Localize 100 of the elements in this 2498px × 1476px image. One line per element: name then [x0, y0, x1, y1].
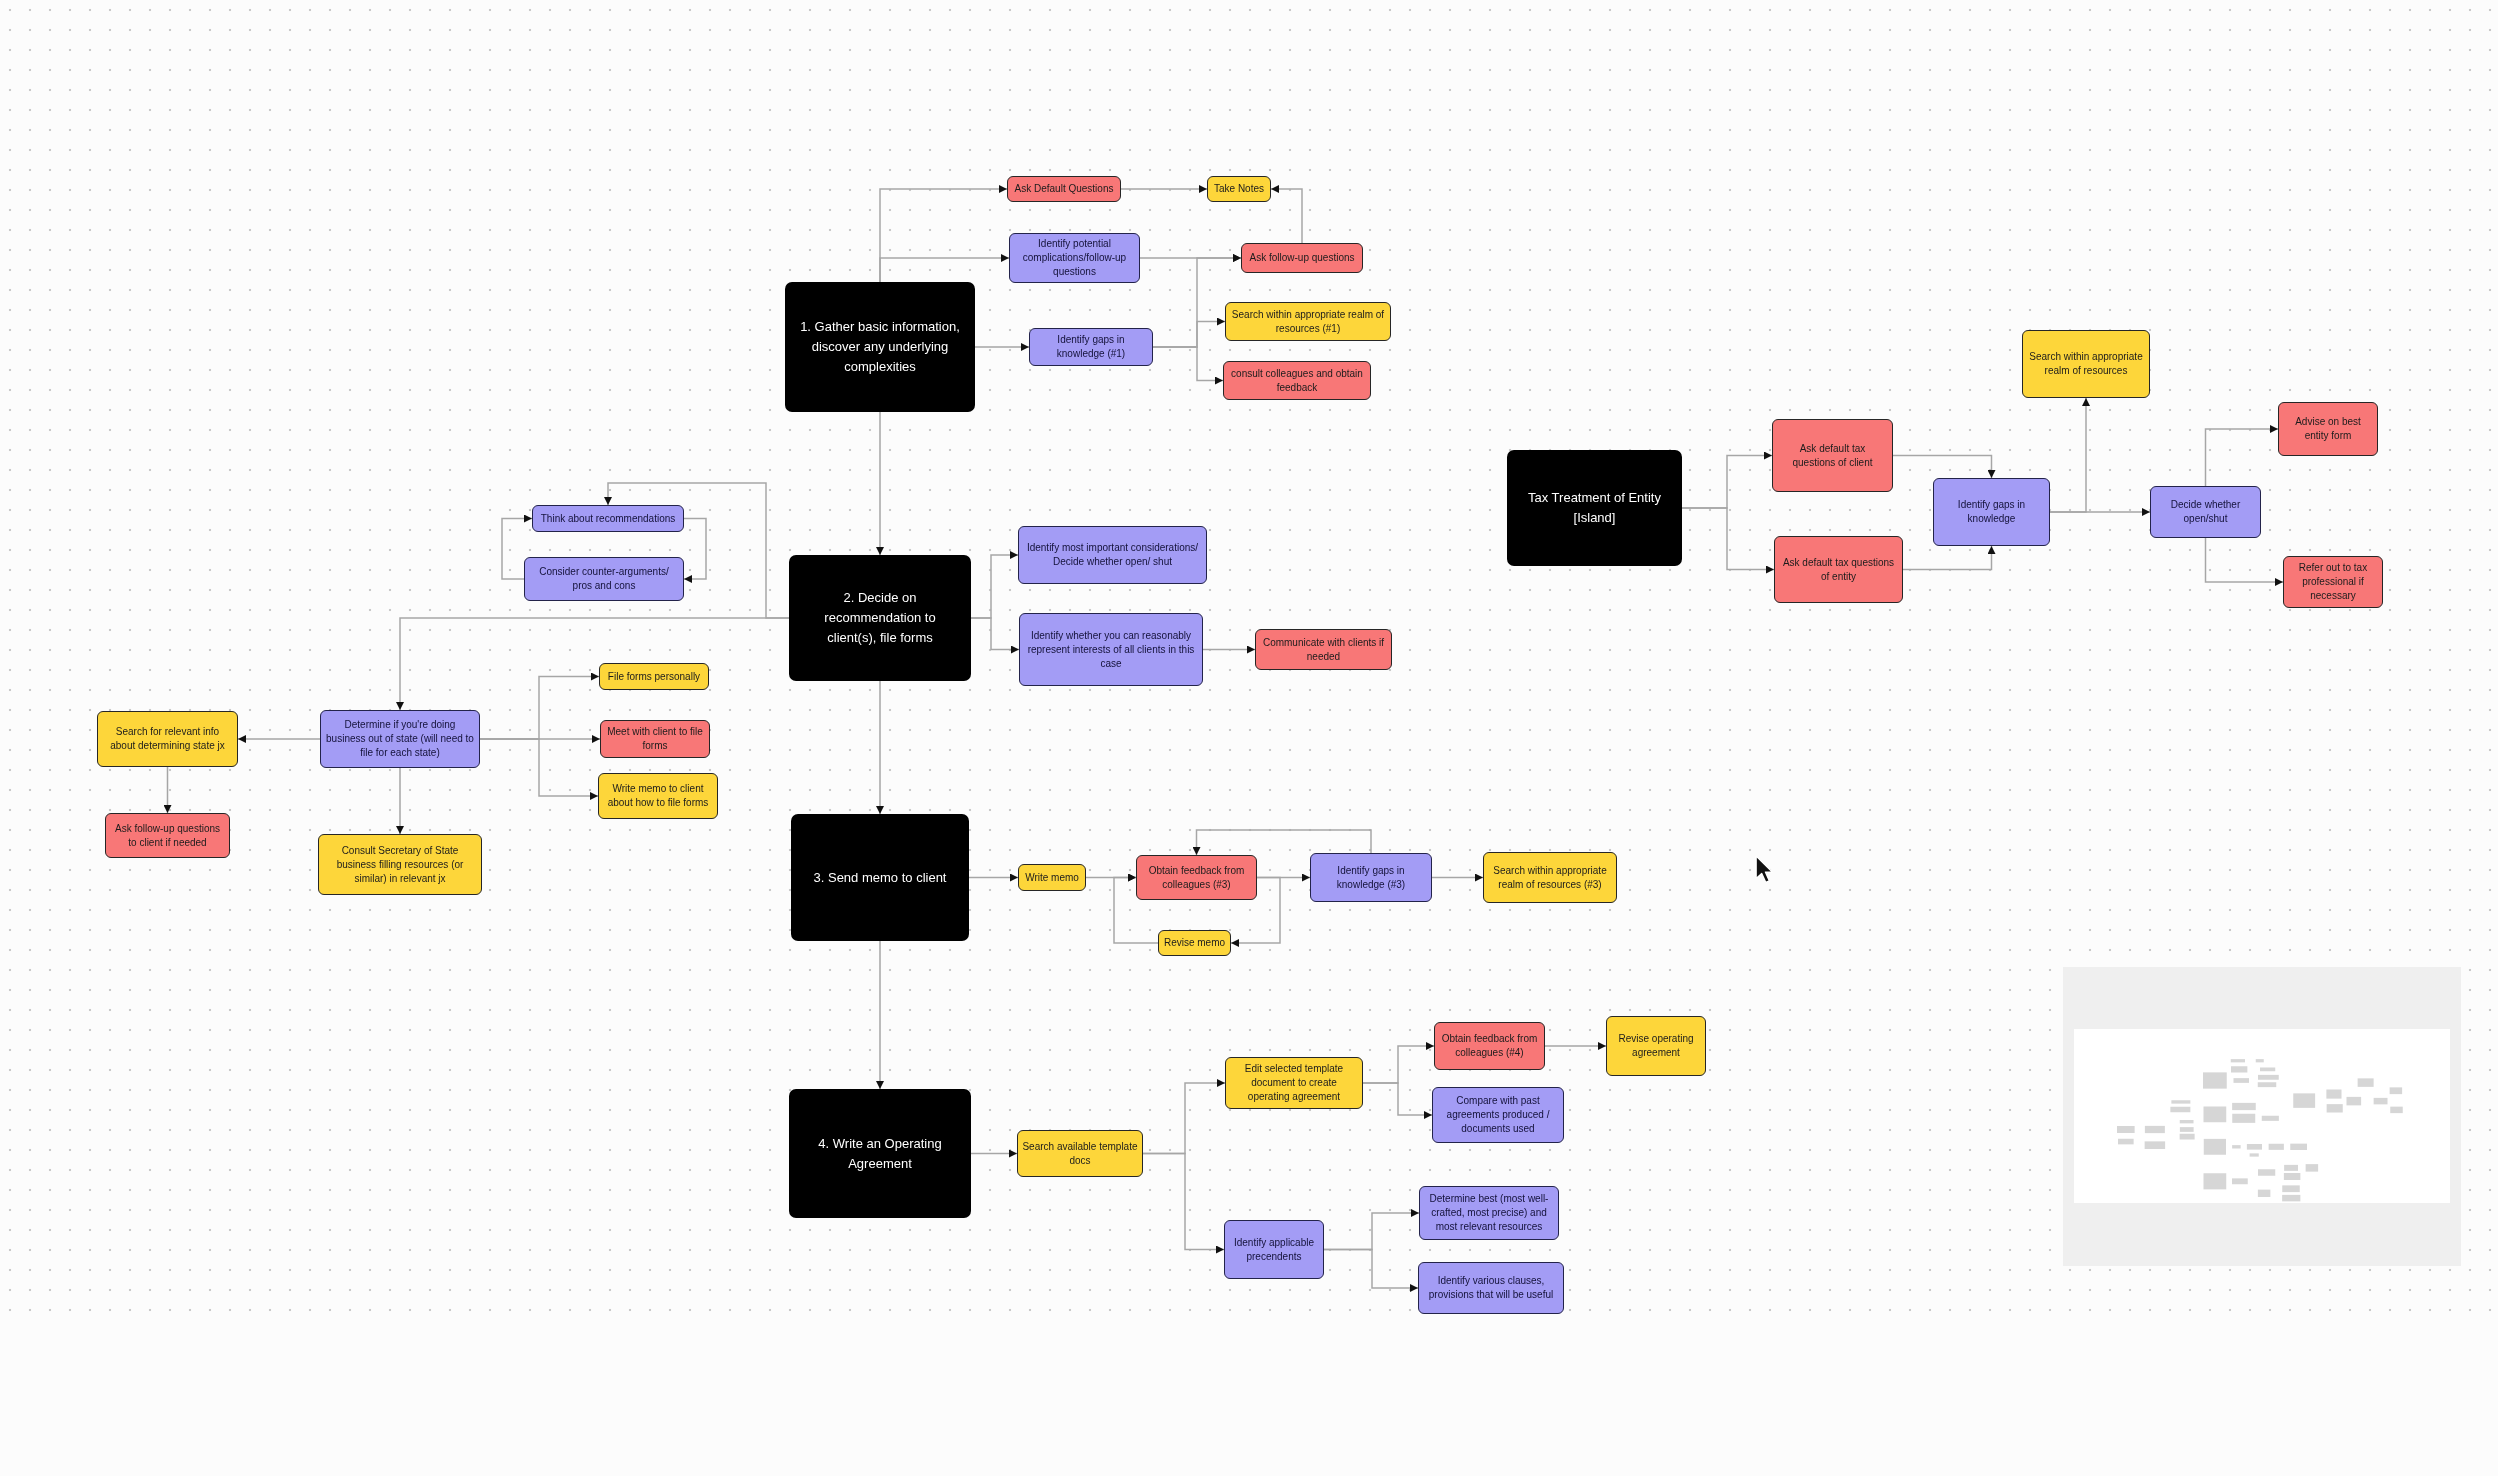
arrow — [396, 617, 790, 711]
task-box — [524, 557, 684, 601]
task-box — [1223, 361, 1371, 400]
arrow — [2049, 508, 2151, 516]
task-box — [1225, 1057, 1363, 1109]
arrow — [1192, 829, 1372, 856]
task-label: Identify most important considerations/ Decide whether open/ shut — [1025, 541, 1200, 569]
arrow — [163, 766, 172, 814]
task-label: Decide whether open/shut — [2169, 498, 2242, 526]
task-box — [1933, 478, 2050, 546]
task-box — [2278, 402, 2378, 456]
task-box — [2283, 556, 2383, 608]
arrow — [1902, 545, 1996, 571]
task-box — [320, 710, 480, 768]
task-box — [600, 720, 710, 758]
task-label: Communicate with clients if needed — [1261, 635, 1386, 664]
arrow — [1323, 1248, 1419, 1292]
task-box — [599, 663, 709, 690]
arrow — [1892, 454, 1996, 479]
arrow — [2204, 537, 2284, 586]
task-label: Consult Secretary of State business filling resources (or similar) in relevant jx — [335, 843, 465, 886]
task-box — [1007, 176, 1121, 202]
step-label: Tax Treatment of Entity [Island] — [1527, 489, 1662, 527]
arrow — [1202, 645, 1256, 654]
step-box — [789, 1089, 971, 1218]
task-label: Search within appropriate realm of resources (#1) — [1230, 307, 1386, 336]
arrow — [974, 343, 1030, 351]
arrow — [479, 738, 599, 800]
arrow — [970, 1149, 1018, 1158]
task-box — [1224, 1220, 1324, 1279]
step-label: 4. Write an Operating Agreement — [817, 1134, 943, 1173]
task-label: Refer out to tax professional if necessary — [2297, 561, 2369, 603]
task-label: Search available template docs — [1022, 1139, 1138, 1168]
arrow — [1362, 1082, 1433, 1119]
task-box — [1136, 855, 1257, 900]
task-label: Ask follow-up questions to client if needed — [113, 821, 222, 850]
task-box — [2022, 330, 2150, 398]
task-box — [1241, 243, 1363, 273]
task-label: Identify applicable precendents — [1232, 1235, 1316, 1264]
step-box — [785, 282, 975, 412]
task-label: Think about recommendations — [540, 511, 676, 526]
task-label: Revise operating agreement — [1617, 1032, 1695, 1060]
task-box — [1310, 853, 1432, 902]
arrow — [2204, 425, 2279, 487]
task-box — [1019, 613, 1203, 686]
task-label: Search within appropriate realm of resources (#3) — [1492, 863, 1608, 892]
arrow — [683, 517, 707, 583]
task-box — [1207, 176, 1271, 202]
task-box — [1018, 864, 1086, 891]
task-label: Identify gaps in knowledge — [1956, 498, 2027, 526]
task-label: Write memo — [1025, 870, 1079, 885]
task-box — [1432, 1087, 1564, 1143]
task-box — [1774, 536, 1903, 603]
arrow — [876, 940, 884, 1090]
task-label: Revise memo — [1163, 936, 1226, 950]
task-label: Identify gaps in knowledge (#1) — [1055, 333, 1127, 361]
task-label: Determine if you're doing business out of state (will need to file for each state) — [325, 718, 475, 760]
arrow — [1230, 876, 1281, 947]
task-label: Compare with past agreements produced / documents used — [1445, 1094, 1551, 1136]
arrow — [968, 873, 1019, 882]
task-label: Advise on best entity form — [2294, 415, 2362, 443]
arrow — [876, 411, 884, 556]
task-label: Ask Default Questions — [1014, 182, 1114, 196]
task-label: Identify potential complications/follow-up questions — [1021, 237, 1128, 279]
task-label: Meet with client to file forms — [606, 725, 704, 753]
arrow — [1152, 346, 1224, 385]
arrow — [1142, 1152, 1225, 1254]
task-box — [1017, 1130, 1143, 1177]
task-box — [1772, 419, 1893, 492]
task-label: Edit selected template document to create operating agreement — [1243, 1062, 1345, 1104]
arrow — [876, 680, 884, 815]
task-box — [97, 711, 238, 767]
task-box — [318, 834, 482, 895]
task-label: Obtain feedback from colleagues (#3) — [1147, 863, 1246, 892]
task-label: Ask default tax questions of entity — [1781, 555, 1896, 584]
task-label: Search for relevant info about determining state jx — [109, 725, 226, 753]
arrow — [1431, 873, 1484, 882]
step-box — [1507, 450, 1682, 566]
step-label: 3. Send memo to client — [813, 868, 947, 887]
task-label: Write memo to client about how to file forms — [606, 782, 710, 810]
task-box — [1434, 1022, 1545, 1070]
task-label: Identify gaps in knowledge (#3) — [1335, 863, 1407, 892]
task-box — [1018, 526, 1207, 584]
task-label: Ask follow-up questions — [1249, 251, 1355, 265]
task-label: consult colleagues and obtain feedback — [1230, 366, 1364, 395]
task-label: Consider counter-arguments/ pros and cons — [538, 565, 670, 593]
arrow — [1681, 507, 1775, 574]
arrow — [237, 735, 321, 743]
task-label: Search within appropriate realm of resources — [2028, 350, 2144, 378]
arrow — [1120, 185, 1208, 193]
task-label: Ask default tax questions of client — [1791, 441, 1874, 470]
task-box — [105, 813, 230, 858]
task-label: File forms personally — [607, 669, 701, 684]
task-box — [1606, 1016, 1706, 1076]
task-box — [1419, 1186, 1559, 1240]
task-box — [1255, 629, 1392, 670]
step-box — [791, 814, 969, 941]
task-box — [598, 773, 718, 819]
task-label: Determine best (most well-crafted, most precise) and most relevant resources — [1428, 1192, 1550, 1234]
task-box — [1418, 1262, 1564, 1314]
